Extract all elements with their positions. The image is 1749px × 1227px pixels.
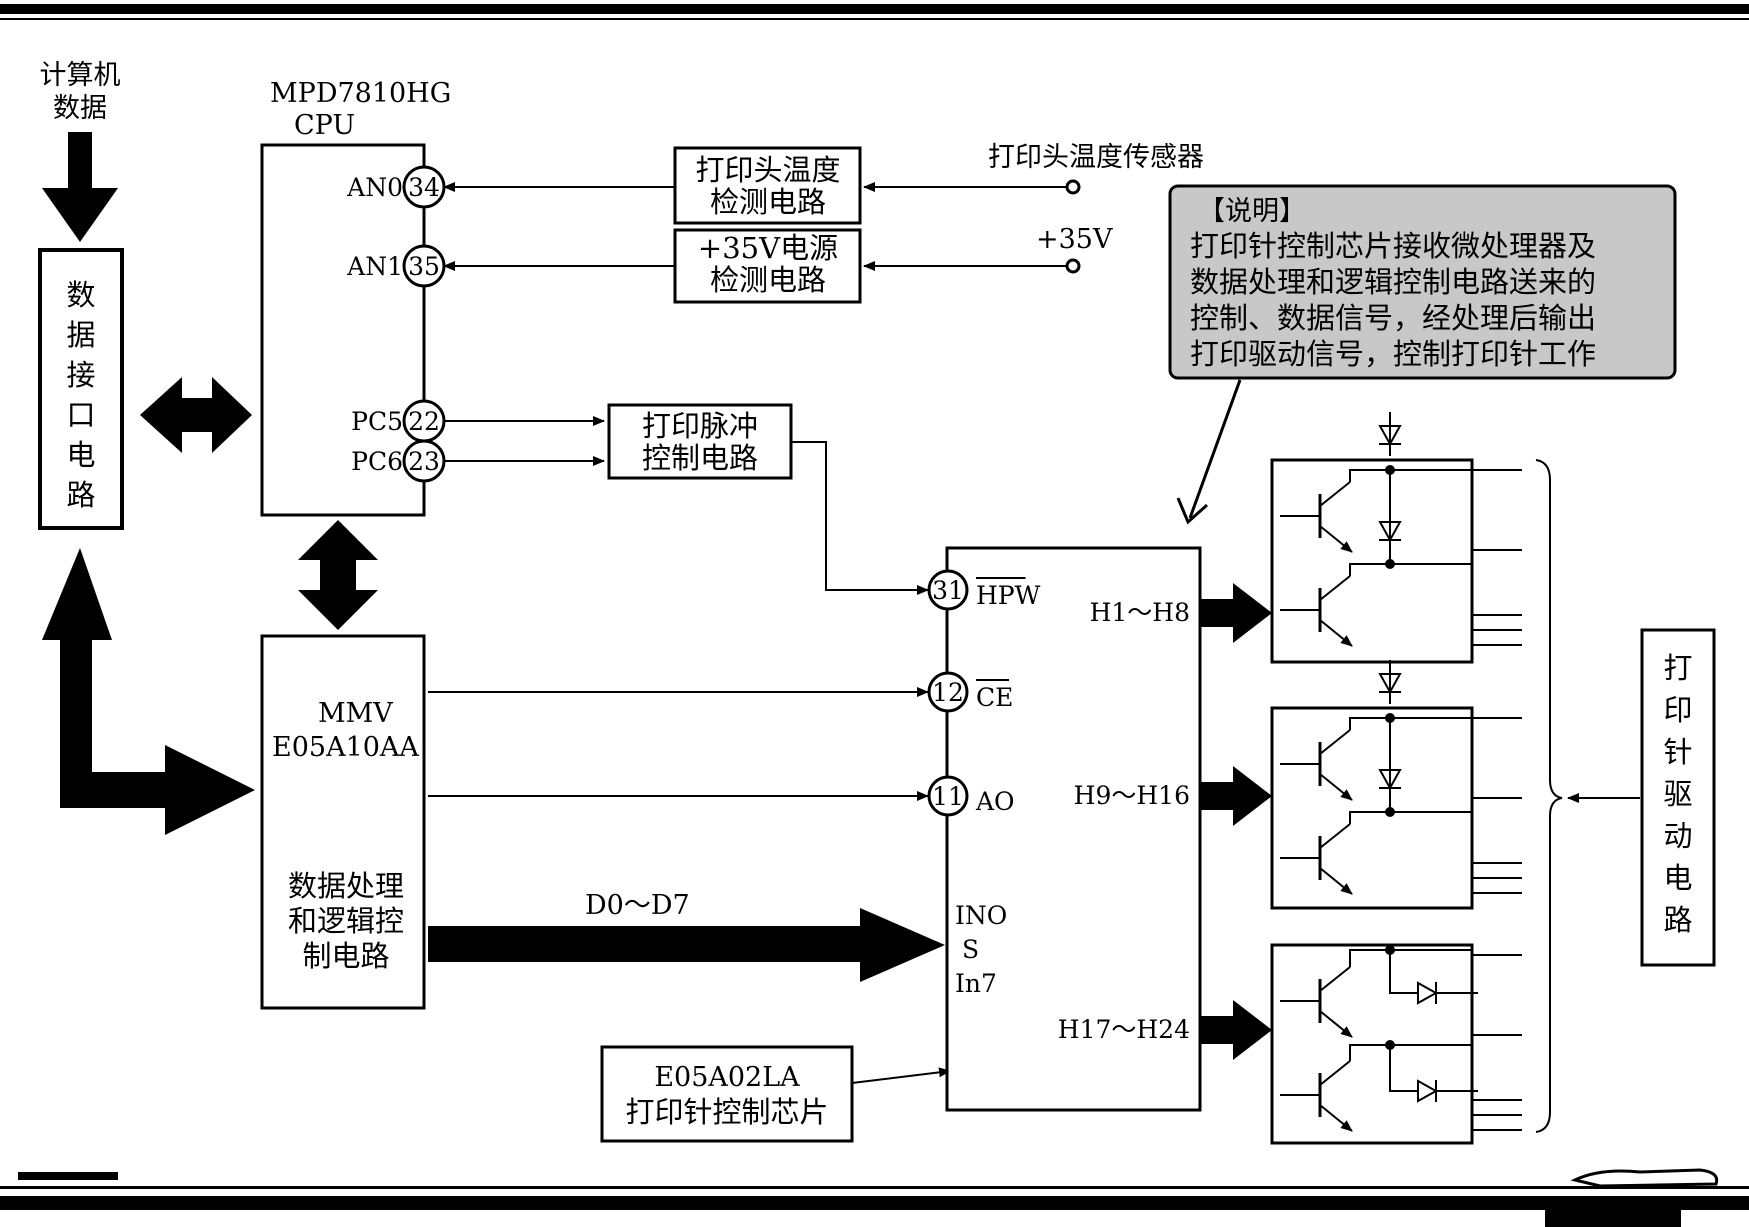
driver-label: 打印针驱动电路 bbox=[1663, 651, 1692, 937]
interface-mmv-arrow bbox=[42, 548, 255, 835]
chip-pin-circle bbox=[927, 569, 969, 611]
driver-block bbox=[1270, 660, 1522, 910]
chip-pin-name: CE bbox=[976, 683, 1013, 712]
note-line: 打印驱动信号，控制打印针工作 bbox=[1190, 337, 1596, 371]
cpu-pin-name: PC6 bbox=[351, 447, 403, 476]
output-arrow bbox=[1200, 583, 1272, 643]
mmv-model1: MMV bbox=[318, 698, 393, 729]
temp-detect-label: 打印头温度检测电路 bbox=[695, 153, 840, 219]
cpu-pin-number: 34 bbox=[408, 173, 440, 202]
chip-in7: In7 bbox=[955, 969, 997, 998]
interface-cpu-arrow bbox=[140, 377, 252, 453]
cpu-mmv-arrow bbox=[298, 520, 378, 630]
chip-pin-number: 11 bbox=[932, 782, 964, 811]
driver-brace bbox=[1535, 459, 1563, 1133]
chip-output-label: H1～H8 bbox=[1090, 598, 1190, 627]
chip-pin-circle bbox=[927, 775, 969, 817]
chip-pin-number: 31 bbox=[932, 576, 964, 605]
mmv-model2: E05A10AA bbox=[272, 732, 419, 763]
note-line: 数据处理和逻辑控制电路送来的 bbox=[1190, 265, 1596, 299]
data-interface-label: 数据接口电路 bbox=[66, 278, 95, 512]
cpu-pin-name: PC5 bbox=[351, 407, 403, 436]
note-title: 【说明】 bbox=[1198, 196, 1306, 227]
temp-detect-box bbox=[673, 146, 862, 225]
driver-label-box bbox=[1640, 628, 1716, 967]
mmv-box bbox=[260, 634, 426, 1010]
note-box bbox=[1168, 184, 1677, 380]
temp-sensor-label: 打印头温度传感器 bbox=[988, 142, 1204, 173]
output-arrow bbox=[1200, 766, 1272, 826]
chip-pin-name: HPW bbox=[976, 581, 1041, 610]
power-detect-box bbox=[673, 228, 862, 304]
chip-pins: 31 HPW 12 CE 11 AO bbox=[927, 569, 1041, 817]
svg-text:数据: 数据 bbox=[53, 93, 107, 124]
cpu-pin-name: AN1 bbox=[346, 252, 403, 281]
cpu-pin-number: 35 bbox=[408, 252, 440, 281]
control-chip-box bbox=[945, 546, 1202, 1112]
chip-output-label: H9～H16 bbox=[1074, 781, 1190, 810]
note-line: 控制、数据信号，经处理后输出 bbox=[1190, 301, 1596, 335]
pulse-control-label: 打印脉冲控制电路 bbox=[642, 409, 758, 475]
chip-output-label: H17～H24 bbox=[1058, 1015, 1190, 1044]
chip-pin-circle bbox=[927, 671, 969, 713]
data-interface-box bbox=[38, 248, 124, 530]
computer-data-arrow bbox=[42, 132, 118, 242]
svg-text:计算机: 计算机 bbox=[40, 60, 121, 91]
chip-label-desc: 打印针控制芯片 bbox=[625, 1095, 828, 1129]
chip-label-box bbox=[600, 1045, 854, 1143]
cpu-pin-number: 22 bbox=[408, 407, 440, 436]
pulse-control-box bbox=[607, 403, 793, 480]
note-text: 打印针控制芯片接收微处理器及数据处理和逻辑控制电路送来的控制、数据信号，经处理后… bbox=[1190, 229, 1596, 371]
chip-label-model: E05A02LA bbox=[654, 1062, 800, 1093]
cpu-model: MPD7810HG bbox=[270, 78, 451, 109]
computer-data-label: 计算机 数据 bbox=[40, 60, 121, 124]
cpu-pin-number: 23 bbox=[408, 447, 440, 476]
chip-ino: INO bbox=[955, 901, 1007, 930]
data-bus-arrow bbox=[428, 908, 945, 982]
chip-s: S bbox=[962, 935, 979, 964]
output-arrow bbox=[1200, 1000, 1272, 1060]
chip-pin-number: 12 bbox=[932, 678, 964, 707]
cpu-name: CPU bbox=[294, 110, 355, 141]
data-bus-label: D0～D7 bbox=[585, 890, 690, 921]
mmv-desc: 数据处理和逻辑控制电路 bbox=[288, 869, 404, 973]
driver-blocks bbox=[1270, 412, 1522, 1145]
bottom-frame-bar bbox=[0, 1196, 1749, 1210]
cpu-box bbox=[260, 143, 426, 517]
cpu-pin-name: AN0 bbox=[346, 173, 403, 202]
v35-label: +35V bbox=[1036, 224, 1113, 255]
bottom-accent-bar bbox=[18, 1172, 118, 1180]
driver-block bbox=[1270, 943, 1522, 1145]
note-line: 打印针控制芯片接收微处理器及 bbox=[1190, 229, 1596, 263]
power-detect-label: +35V电源检测电路 bbox=[698, 231, 838, 297]
top-frame-bar bbox=[0, 4, 1749, 14]
driver-block bbox=[1270, 412, 1522, 664]
chip-pin-name: AO bbox=[975, 787, 1015, 816]
